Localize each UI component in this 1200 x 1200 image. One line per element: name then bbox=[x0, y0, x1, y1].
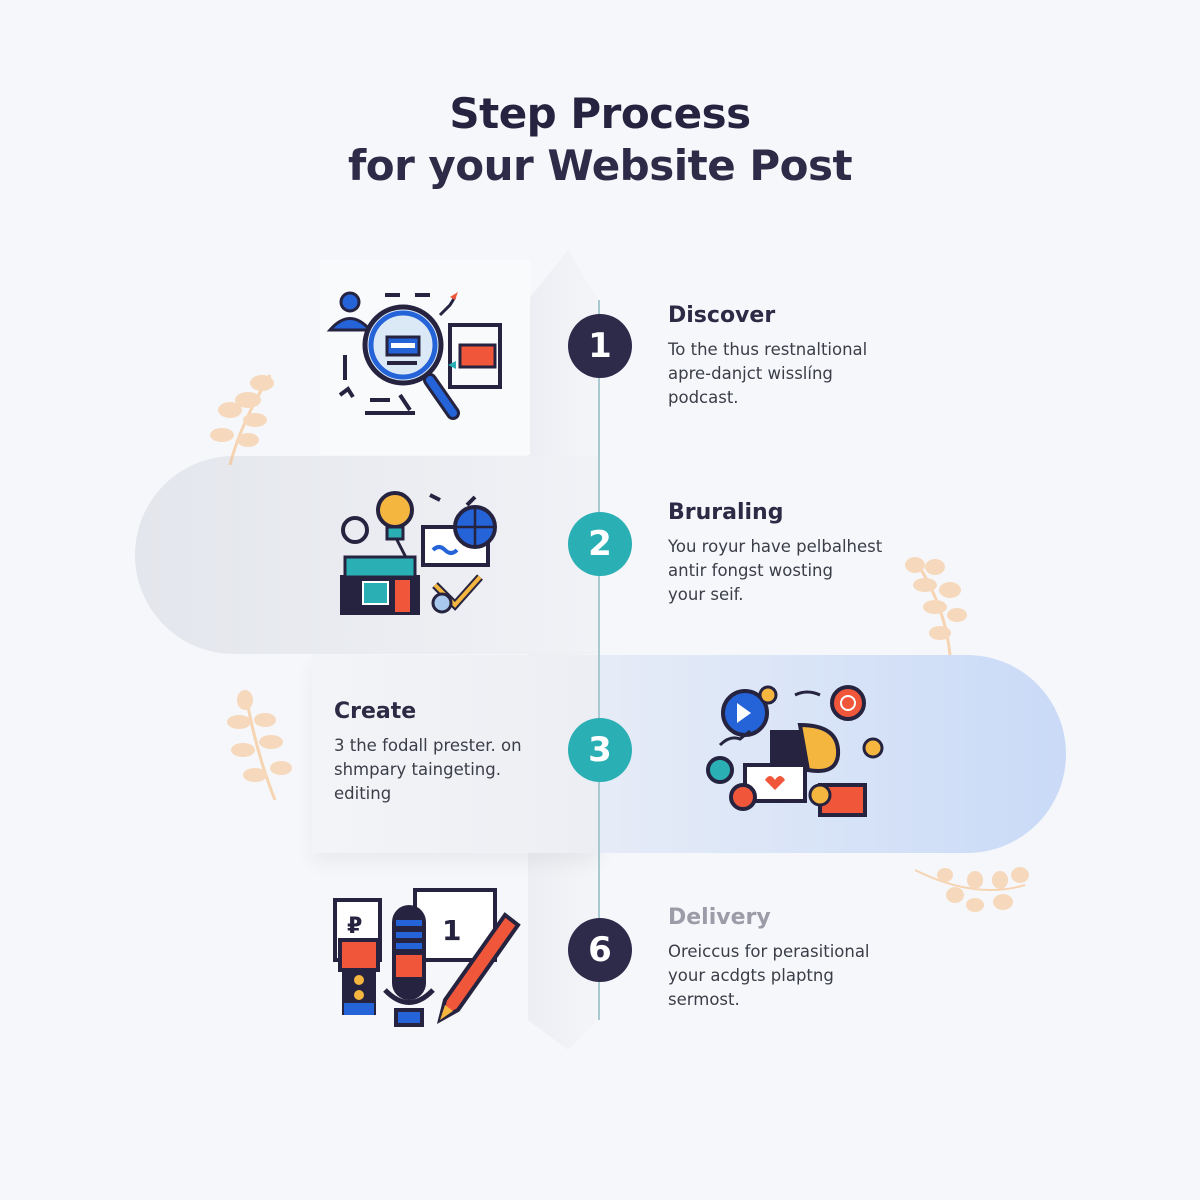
step-1-badge: 1 bbox=[568, 314, 632, 378]
timeline-line bbox=[598, 300, 600, 1020]
page-title: Step Process for your Website Post bbox=[0, 88, 1200, 192]
media-marketing-icon bbox=[706, 685, 884, 817]
leaf-decoration-icon bbox=[915, 867, 1029, 912]
step-4-title: Delivery bbox=[668, 905, 771, 930]
svg-text:₽: ₽ bbox=[347, 914, 362, 939]
step-4-badge: 6 bbox=[568, 918, 632, 982]
title-line-2: for your Website Post bbox=[347, 141, 853, 190]
idea-branding-icon bbox=[340, 491, 497, 615]
leaf-decoration-icon bbox=[210, 374, 274, 465]
leaf-decoration-icon bbox=[905, 557, 967, 655]
step-1-title: Discover bbox=[668, 303, 776, 328]
step-3-badge: 3 bbox=[568, 718, 632, 782]
title-line-1: Step Process bbox=[449, 89, 751, 138]
leaf-decoration-icon bbox=[227, 689, 292, 800]
magnifier-search-icon bbox=[326, 291, 502, 420]
step-2-title: Bruraling bbox=[668, 500, 784, 525]
step-2-badge: 2 bbox=[568, 512, 632, 576]
step-3-title: Create bbox=[334, 699, 417, 724]
microphone-calendar-pencil-icon: ₽ 1 bbox=[333, 888, 521, 1027]
svg-text:1: 1 bbox=[442, 914, 461, 947]
